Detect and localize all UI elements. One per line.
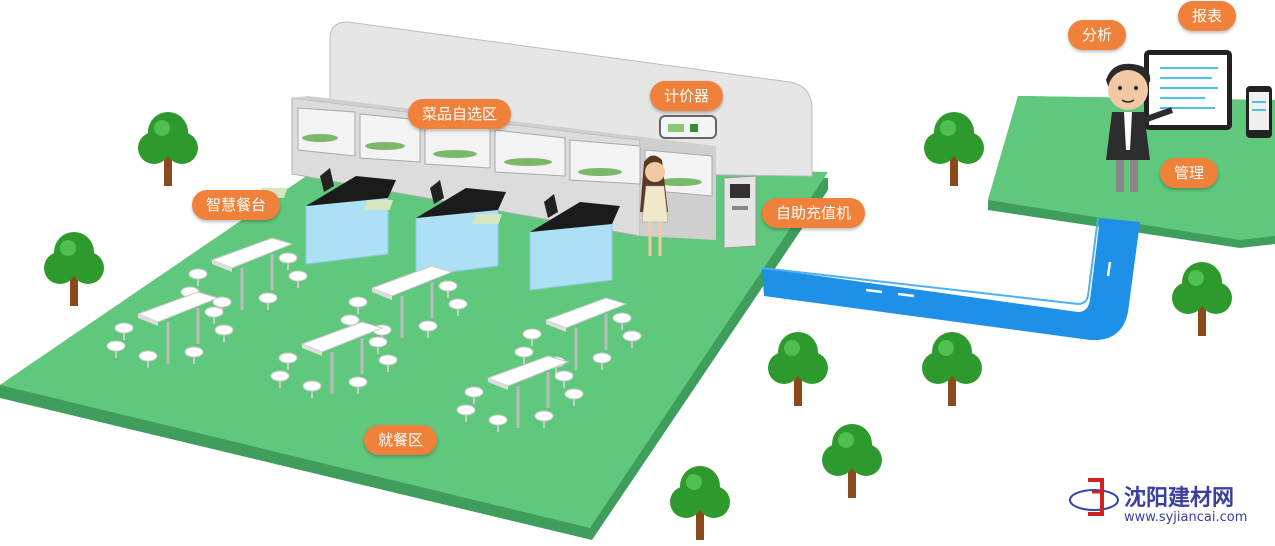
stool: [514, 346, 534, 364]
report-label: 报表: [1178, 1, 1237, 31]
tree-icon: [822, 424, 882, 498]
tree-icon: [138, 112, 198, 186]
stool: [114, 322, 134, 340]
stool: [348, 376, 368, 394]
trees: [44, 112, 1232, 540]
customer-figure-icon: [640, 155, 669, 256]
stool: [488, 414, 508, 432]
tree-icon: [924, 112, 984, 186]
recharge-label: 自助充值机: [762, 198, 866, 228]
stool: [418, 320, 438, 338]
main-platform: [0, 160, 828, 540]
dining-table: [270, 321, 398, 398]
stool: [534, 410, 554, 428]
stool: [522, 328, 542, 346]
manager-figure-icon: [1106, 63, 1174, 192]
dining-table: [106, 291, 234, 368]
stool: [214, 324, 234, 342]
manage-label: 管理: [1160, 158, 1219, 188]
dining-table: [340, 265, 468, 342]
smart-tables: [257, 168, 620, 291]
stool: [592, 352, 612, 370]
stool: [612, 312, 632, 330]
cashier-terminal-icon: [320, 168, 334, 192]
watermark-logo-icon: [1069, 478, 1119, 516]
stool: [348, 296, 368, 314]
tree-icon: [44, 232, 104, 306]
stool: [278, 352, 298, 370]
stool: [288, 270, 308, 288]
stool: [378, 354, 398, 372]
stool: [622, 330, 642, 348]
stool: [106, 340, 126, 358]
stool: [368, 336, 388, 354]
dining-table: [456, 355, 584, 432]
watermark-url: www.syjiancai.com: [1124, 510, 1248, 525]
cashier-terminal-icon: [544, 194, 558, 218]
tree-icon: [670, 466, 730, 540]
tree-icon: [768, 332, 828, 406]
dish-area-label: 菜品自选区: [408, 99, 512, 129]
stool: [456, 404, 476, 422]
stool: [554, 370, 574, 388]
stool: [258, 292, 278, 310]
stool: [188, 268, 208, 286]
stool: [212, 296, 232, 314]
stool: [278, 252, 298, 270]
stool: [438, 280, 458, 298]
stool: [138, 350, 158, 368]
stool: [204, 306, 224, 324]
tablet-icon: [1246, 86, 1272, 138]
smart-table-counter: [363, 180, 506, 277]
analysis-label: 分析: [1068, 20, 1127, 50]
pricer-label: 计价器: [650, 81, 724, 111]
smart-table-counter: [472, 194, 620, 291]
dining-tables: [106, 237, 642, 432]
dining-area-label: 就餐区: [364, 425, 438, 455]
stool: [184, 346, 204, 364]
stool: [464, 386, 484, 404]
cashier-terminal-icon: [430, 180, 444, 204]
tree-icon: [1172, 262, 1232, 336]
watermark-name: 沈阳建材网: [1124, 486, 1235, 511]
kiosk-icon: [723, 175, 757, 249]
stool: [564, 388, 584, 406]
tree-icon: [922, 332, 982, 406]
road: [761, 217, 1140, 341]
stool: [302, 380, 322, 398]
stool: [270, 370, 290, 388]
stool: [448, 298, 468, 316]
smart-table-label: 智慧餐台: [192, 190, 281, 220]
